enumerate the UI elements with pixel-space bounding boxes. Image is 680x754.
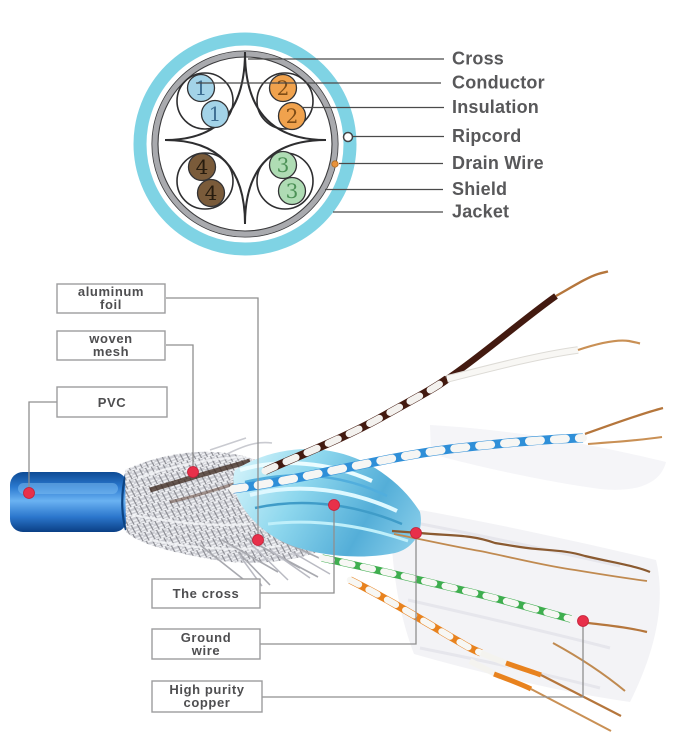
brown-wire — [445, 293, 558, 382]
marker-dot-woven-mesh — [187, 466, 199, 478]
marker-dot-high-purity-copper — [577, 615, 589, 627]
leader-line-the-cross — [260, 505, 335, 594]
jacket-ring — [133, 32, 357, 256]
marker-dot-pvc — [23, 487, 35, 499]
ground-wire-label: wire — [191, 643, 220, 658]
ripcord-marker — [342, 131, 354, 143]
marker-dots — [23, 466, 589, 627]
pvc-jacket — [10, 472, 128, 532]
leader-line-high-purity-copper — [262, 621, 584, 698]
pair-circle-top-right — [256, 72, 314, 130]
brown-pair — [261, 270, 641, 475]
photo-label-boxes: aluminum foil woven mesh PVC The cross G… — [56, 283, 263, 713]
cross-separator — [164, 51, 327, 225]
ground-drain-wire — [391, 529, 651, 582]
aluminum-foil-label: foil — [100, 297, 122, 312]
aluminum-foil-box — [56, 283, 166, 314]
label-insulation: Insulation — [452, 97, 539, 117]
white-wire-copper-tip — [577, 339, 641, 352]
label-conductor: Conductor — [452, 73, 545, 93]
woven-mesh-label: woven — [88, 331, 132, 346]
green-pair — [318, 554, 648, 692]
brown-wire-copper-tip — [555, 270, 609, 298]
label-ripcord: Ripcord — [452, 126, 521, 146]
orange-tip-1 — [505, 660, 542, 678]
pair1-number: 1 — [209, 102, 222, 126]
leader-line-woven-mesh — [166, 344, 194, 472]
orange-tip-2 — [493, 671, 533, 692]
conductor-2b — [277, 101, 307, 131]
pair1-number: 1 — [195, 76, 208, 100]
cross-section-leader-lines — [196, 58, 444, 213]
stray-copper-strand-1 — [552, 642, 626, 692]
the-cross-box — [151, 578, 261, 609]
pvc-box — [56, 386, 168, 418]
conductor-4a — [187, 152, 217, 182]
label-drain-wire: Drain Wire — [452, 153, 544, 173]
pair2-number: 2 — [277, 76, 290, 100]
conductor-1a — [186, 73, 216, 103]
orange-copper-tip-2 — [530, 688, 612, 732]
conductor-1b — [200, 99, 230, 129]
high-purity-copper-label: copper — [184, 695, 231, 710]
stripped-cable-photo: aluminum foil woven mesh PVC The cross G… — [10, 270, 666, 732]
conductor-numbers: 1 1 2 2 4 4 3 3 — [195, 76, 299, 205]
aluminum-foil-core — [233, 448, 421, 587]
pair3-number: 3 — [277, 153, 290, 177]
aluminum-foil-label: aluminum — [78, 284, 144, 299]
white-sheath-bundle — [391, 425, 666, 702]
blue-pair — [229, 406, 664, 494]
conductor-4b — [196, 178, 226, 208]
pair3-number: 3 — [286, 179, 299, 203]
pvc-label: PVC — [98, 395, 127, 410]
photo-leader-lines — [28, 297, 584, 698]
marker-dot-ground-wire — [410, 527, 422, 539]
pair4-number: 4 — [196, 155, 209, 179]
green-pair-copper-tip — [587, 621, 648, 634]
blue-pair-copper-tip-2 — [587, 435, 663, 446]
marker-dot-aluminum-foil — [252, 534, 264, 546]
label-jacket: Jacket — [452, 202, 509, 222]
label-shield: Shield — [452, 179, 507, 199]
high-purity-copper-label: High purity — [169, 682, 244, 697]
pair-circle-bottom-left — [176, 152, 234, 210]
conductors — [186, 73, 307, 208]
orange-pair — [346, 576, 622, 732]
pair2-number: 2 — [286, 104, 299, 128]
woven-mesh-label: mesh — [93, 344, 129, 359]
the-cross-label: The cross — [173, 586, 240, 601]
drain-wire-marker — [331, 160, 339, 168]
conductor-2a — [268, 73, 298, 103]
leader-line-ground-wire — [260, 533, 417, 645]
woven-mesh-box — [56, 330, 166, 361]
conductor-3a — [268, 150, 298, 180]
leader-line-aluminum-foil — [166, 297, 259, 540]
conductor-3b — [277, 176, 307, 206]
leader-line-pvc — [28, 401, 57, 493]
marker-dot-the-cross — [328, 499, 340, 511]
ground-wire-box — [151, 628, 261, 660]
cable-cross-section-diagram: 1 1 2 2 4 4 3 3 Cross Conductor Insulati… — [133, 32, 545, 256]
label-cross: Cross — [452, 49, 504, 69]
blue-pair-copper-tip-1 — [584, 406, 664, 436]
high-purity-copper-box — [151, 680, 263, 713]
orange-copper-tip-1 — [540, 674, 622, 717]
ground-wire-label: Ground — [181, 630, 232, 645]
pair-circle-top-left — [176, 72, 234, 130]
pair4-number: 4 — [205, 181, 218, 205]
cross-section-labels: Cross Conductor Insulation Ripcord Drain… — [452, 49, 545, 222]
